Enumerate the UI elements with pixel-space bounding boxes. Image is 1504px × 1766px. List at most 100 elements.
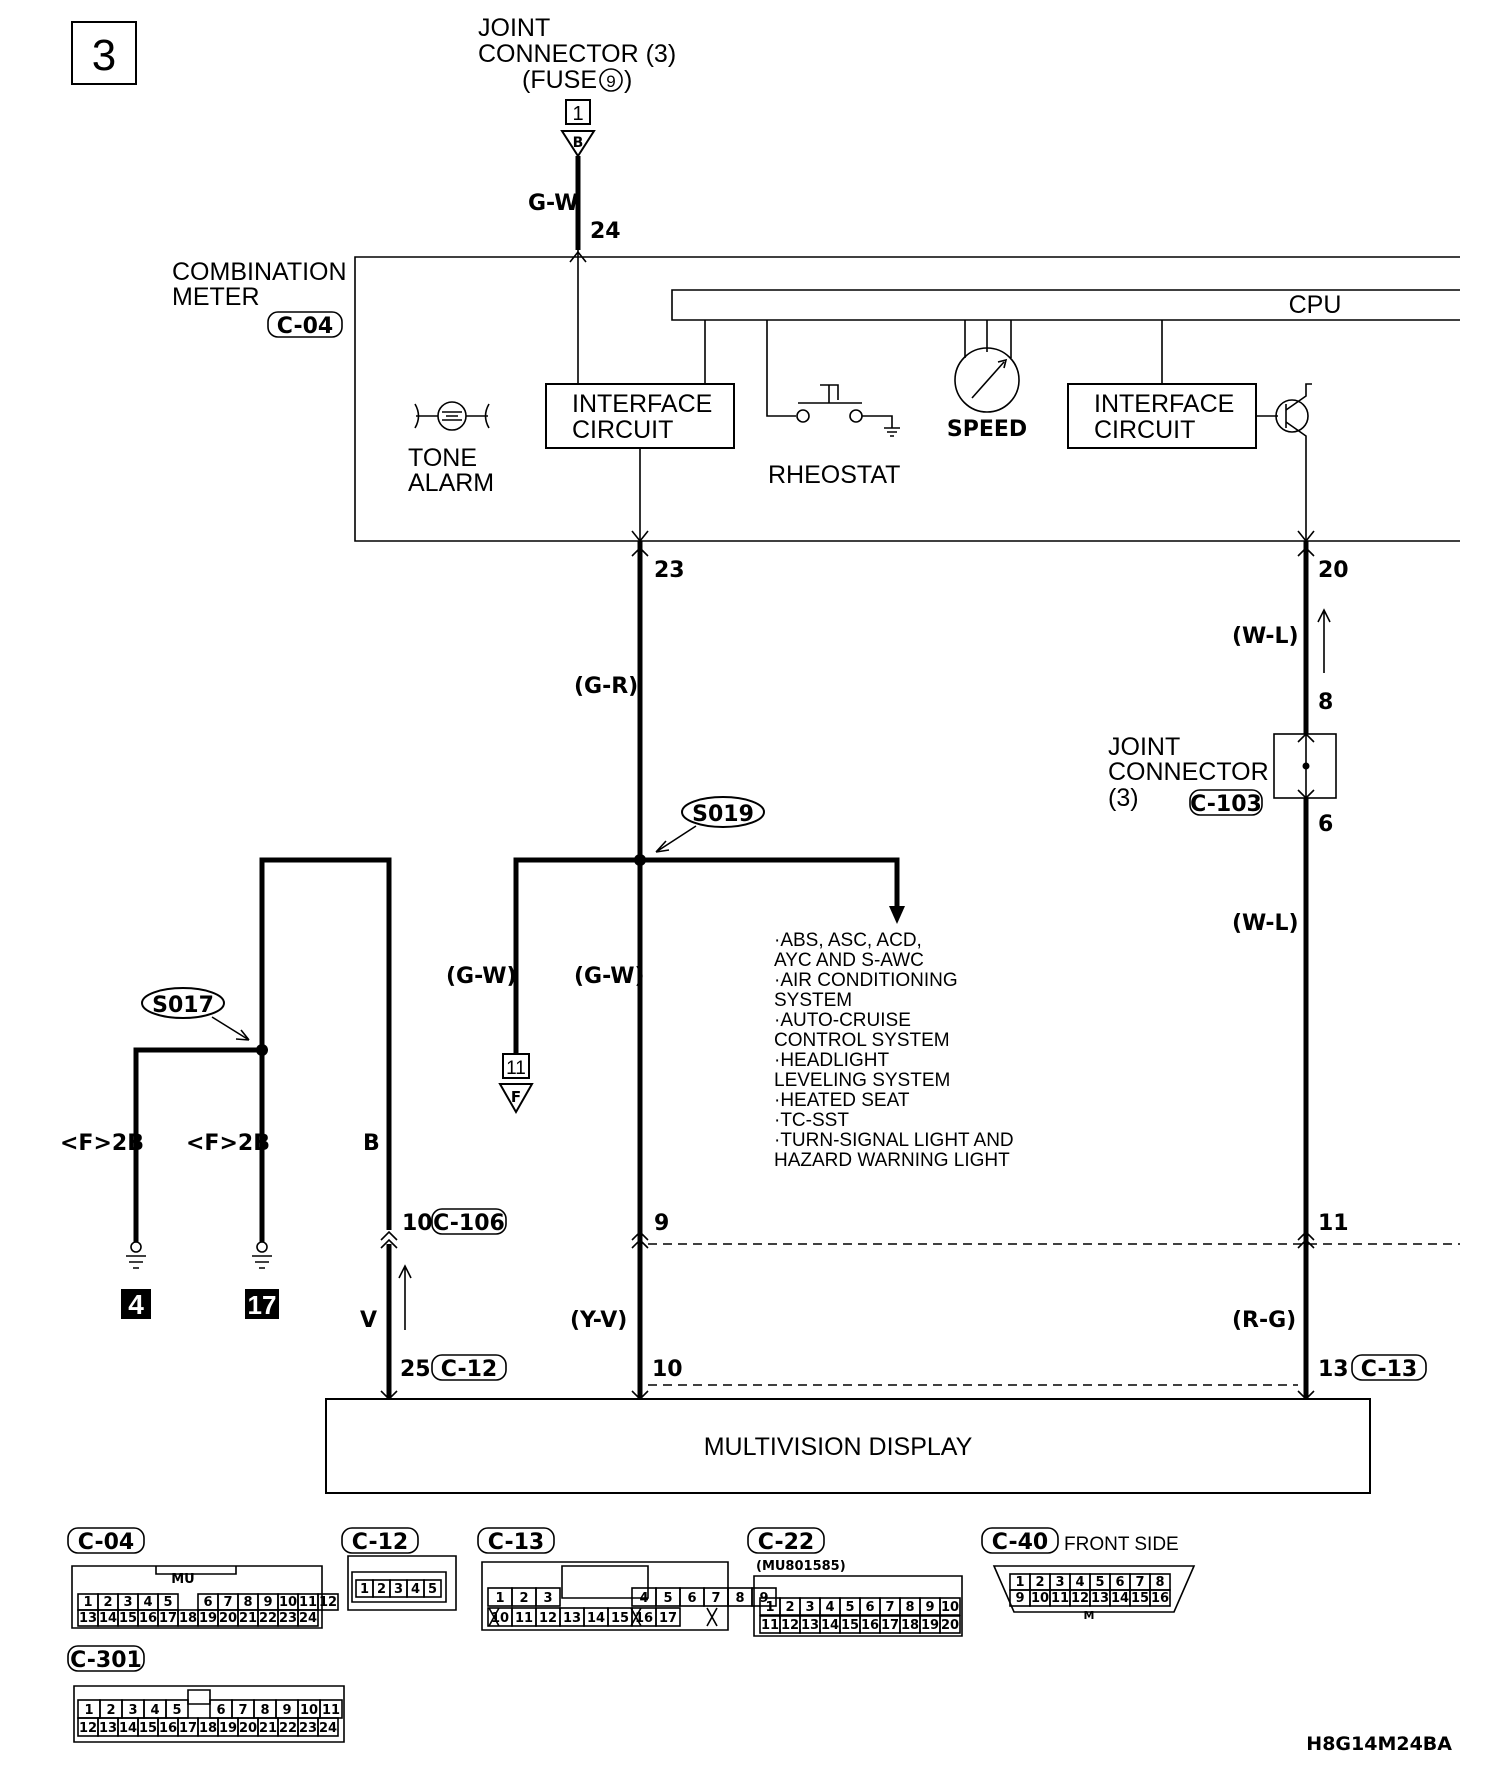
connector-pin-number: 17 [659, 1611, 677, 1626]
connector-pin-number: 7 [223, 1595, 232, 1610]
connector-pin-number: 12 [79, 1721, 97, 1736]
connector-c40-face-label: C-40 [992, 1530, 1048, 1555]
wire-label-w-l-top: (W-L) [1232, 624, 1299, 649]
connector-pin-cell [317, 1717, 339, 1737]
connector-c106-label: C-106 [433, 1211, 505, 1236]
connector-pin-number: 5 [428, 1582, 437, 1597]
connector-pin-number: 5 [172, 1703, 181, 1718]
connector-pin-number: 3 [394, 1582, 403, 1597]
connector-pin-cell [317, 1593, 339, 1611]
splice-s017-badge [141, 987, 225, 1019]
connector-pin-number: 4 [639, 1591, 648, 1606]
cpu-label: CPU [1289, 291, 1342, 319]
wire-label-b: B [363, 1131, 380, 1156]
connector-c103-label: C-103 [1190, 792, 1262, 817]
joint-top-line1: JOINT [478, 14, 550, 42]
connector-c04-label: C-04 [277, 314, 333, 339]
connector-11-box [502, 1053, 530, 1079]
connector-pin-number: 6 [216, 1703, 225, 1718]
wire-label-r-g: (R-G) [1232, 1308, 1296, 1333]
connector-f-triangle [498, 1083, 534, 1115]
connector-pin-number: 16 [139, 1611, 157, 1626]
connector-badge-c301-face [67, 1645, 145, 1672]
pin-1-label: 1 [572, 103, 583, 125]
connector-pin-number: 21 [259, 1721, 277, 1736]
connector-pin-cell [1149, 1589, 1171, 1607]
connector-pin-number: 9 [263, 1595, 272, 1610]
connector-badge-c04 [267, 311, 343, 338]
joint-connector-right-dot [1302, 762, 1310, 770]
connector-c04-face-label: C-04 [78, 1530, 134, 1555]
connector-pin-number: 16 [861, 1618, 879, 1633]
rheostat-switch-symbol [796, 384, 900, 437]
connector-pin-number: 22 [259, 1611, 277, 1626]
pin-24-label: 24 [590, 219, 621, 244]
rheostat-link [766, 320, 796, 417]
combination-meter-line2: METER [172, 283, 260, 311]
connector-badge-c40-face [981, 1527, 1059, 1554]
pin-10-label: 10 [652, 1357, 683, 1382]
connector-badge-c22-face [747, 1527, 825, 1554]
joint-arrow-top [1297, 732, 1315, 743]
connector-pin-number: 3 [128, 1703, 137, 1718]
systems-item: ·TURN-SIGNAL LIGHT AND [774, 1130, 1014, 1151]
systems-item: ·ABS, ASC, ACD, [774, 930, 922, 951]
connector-pin-number: 14 [821, 1618, 839, 1633]
connector-pin-number: 8 [243, 1595, 252, 1610]
joint-top-line3-end: ) [624, 66, 632, 94]
speed-label: SPEED [947, 417, 1027, 442]
page-number-box [71, 21, 137, 85]
connector-badge-c12-top [431, 1354, 507, 1381]
ground-symbol-right [252, 1241, 272, 1269]
connector-pin-cell [297, 1609, 319, 1627]
connector-c13-outline [481, 1561, 729, 1631]
joint-top-line3: (FUSE [522, 66, 597, 94]
connector-pin-number: 13 [801, 1618, 819, 1633]
connector-pin-number: 7 [238, 1703, 247, 1718]
connector-pin-number: 2 [1035, 1575, 1044, 1590]
pin-23-label: 23 [654, 558, 685, 583]
terminal-triangle-b [560, 130, 596, 158]
interface-right-line1: INTERFACE [1094, 390, 1234, 418]
systems-item: ·TC-SST [774, 1110, 849, 1131]
connector-pin-number: 7 [711, 1591, 720, 1606]
connector-pin-cell [939, 1615, 961, 1634]
connector-pin-number: 11 [299, 1595, 317, 1610]
connector-mark-c106-b [380, 1230, 398, 1249]
interface-left-line2: CIRCUIT [572, 416, 673, 444]
signal-arrow-up-left [398, 1264, 412, 1330]
connector-pin-number: 1 [765, 1600, 774, 1615]
connector-c40-mark: M [1084, 1609, 1095, 1622]
connector-x-mark [706, 1607, 718, 1627]
ground-wire-label-right: <F>2B [186, 1131, 270, 1156]
connector-x-mark [630, 1607, 642, 1627]
connector-c12-outline [347, 1555, 457, 1611]
connector-pin-number: 14 [99, 1611, 117, 1626]
connector-pin-number: 23 [279, 1611, 297, 1626]
connector-c13-face-label: C-13 [488, 1530, 544, 1555]
interface-circuit-right [1067, 383, 1257, 449]
fuse-number: 9 [606, 72, 615, 91]
connector-pin-number: 5 [163, 1595, 172, 1610]
connector-pin-cell [423, 1579, 442, 1598]
connector-pin-cell [751, 1587, 777, 1607]
connector-pin-number: 10 [1031, 1591, 1049, 1606]
connector-pin-number: 24 [299, 1611, 317, 1626]
connector-c04-latch [155, 1566, 237, 1575]
connector-pin-number: 15 [841, 1618, 859, 1633]
connector-c22-outline [753, 1575, 963, 1637]
wire-g-w-left [513, 857, 640, 1054]
splice-s019-arrow [655, 825, 697, 853]
wire-label-w-l-bottom: (W-L) [1232, 911, 1299, 936]
terminal-b-label: B [573, 135, 584, 151]
wire-label-g-w-center: (G-W) [574, 964, 645, 989]
connector-pin-number: 3 [1055, 1575, 1064, 1590]
connector-11-label: 11 [506, 1058, 526, 1079]
joint-right-line1: JOINT [1108, 733, 1180, 761]
connector-pin-number: 3 [123, 1595, 132, 1610]
connector-pin-number: 12 [781, 1618, 799, 1633]
connector-pin-number: 9 [1015, 1591, 1024, 1606]
wire-b-loop [259, 857, 392, 1242]
connector-badge-c106 [431, 1208, 507, 1235]
